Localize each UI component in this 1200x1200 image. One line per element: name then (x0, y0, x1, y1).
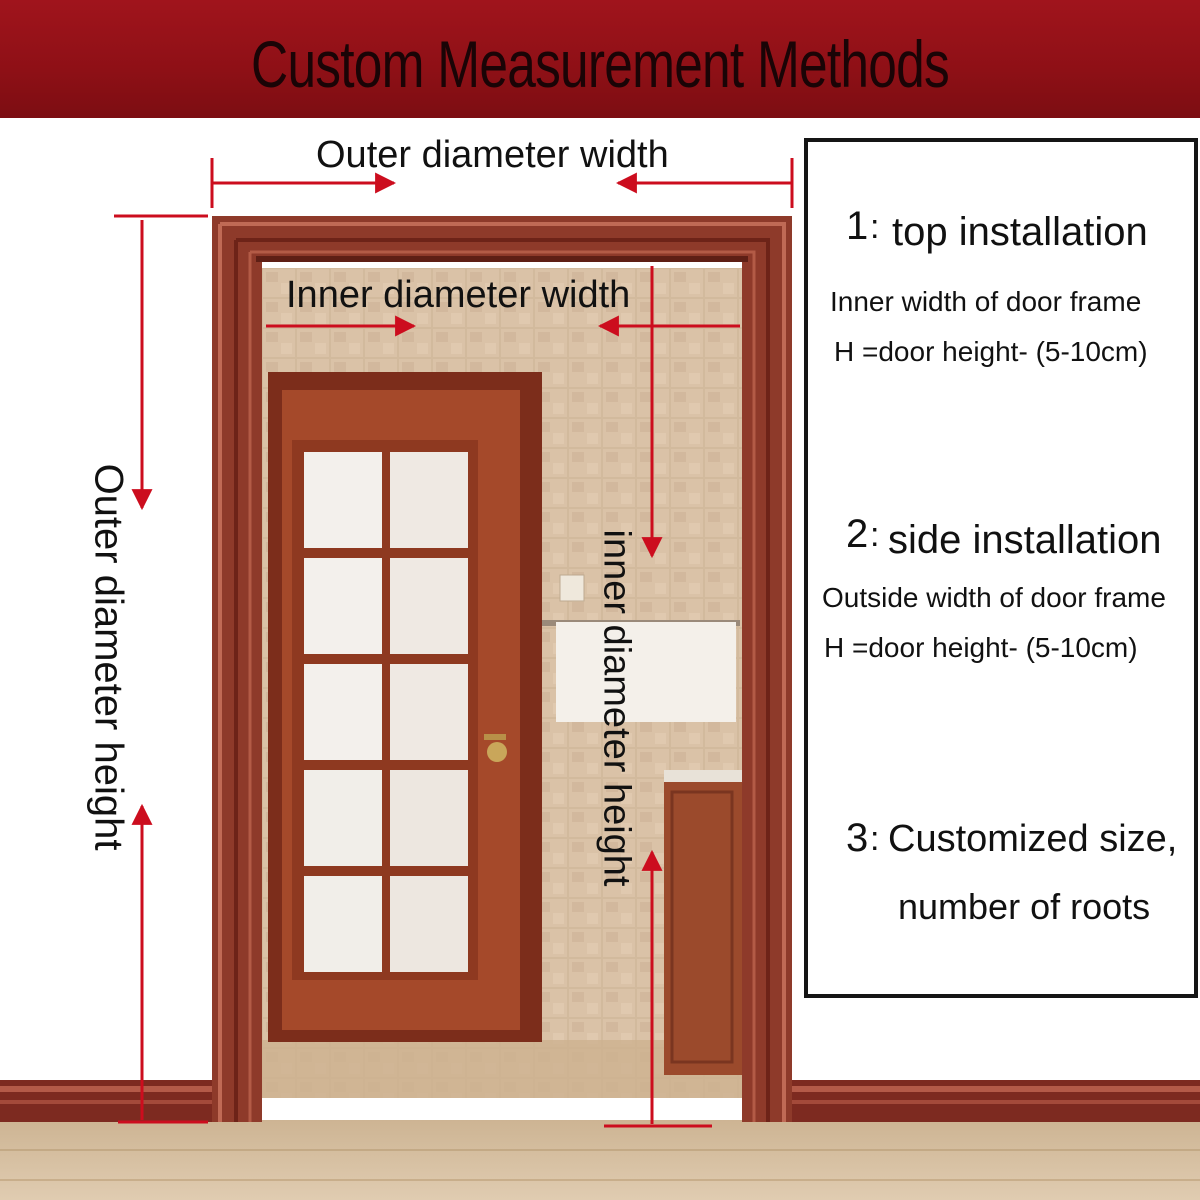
method-1-line-1: Inner width of door frame (830, 286, 1142, 317)
installation-methods-box: 1 : top installation Inner width of door… (804, 138, 1198, 998)
method-3-number: 3 (846, 816, 869, 860)
outer-width-label: Outer diameter width (316, 134, 669, 176)
method-2-line-1: Outside width of door frame (822, 582, 1166, 613)
floor (0, 1120, 1200, 1200)
method-1-line-2: H =door height- (5-10cm) (834, 336, 1148, 367)
method-2-number: 2 (846, 512, 869, 556)
method-3-heading: Customized size, (888, 818, 1178, 860)
door-frame (212, 216, 792, 1122)
outer-height-label: Outer diameter height (86, 463, 131, 851)
baseboard-right (792, 1080, 1200, 1122)
inner-door (268, 372, 542, 1042)
method-3-line-1: number of roots (898, 886, 1151, 927)
measurement-markers (114, 158, 794, 1128)
title-banner: Custom Measurement Methods (0, 0, 1200, 118)
method-2-heading: side installation (888, 518, 1162, 562)
method-2-line-2: H =door height- (5-10cm) (824, 632, 1138, 663)
inner-width-label: Inner diameter width (286, 274, 631, 316)
baseboard-left (0, 1080, 212, 1122)
inner-height-label: inner diameter height (595, 529, 638, 887)
method-1-heading: top installation (892, 210, 1148, 254)
page-title: Custom Measurement Methods (251, 27, 950, 101)
method-1-number: 1 (846, 204, 869, 248)
